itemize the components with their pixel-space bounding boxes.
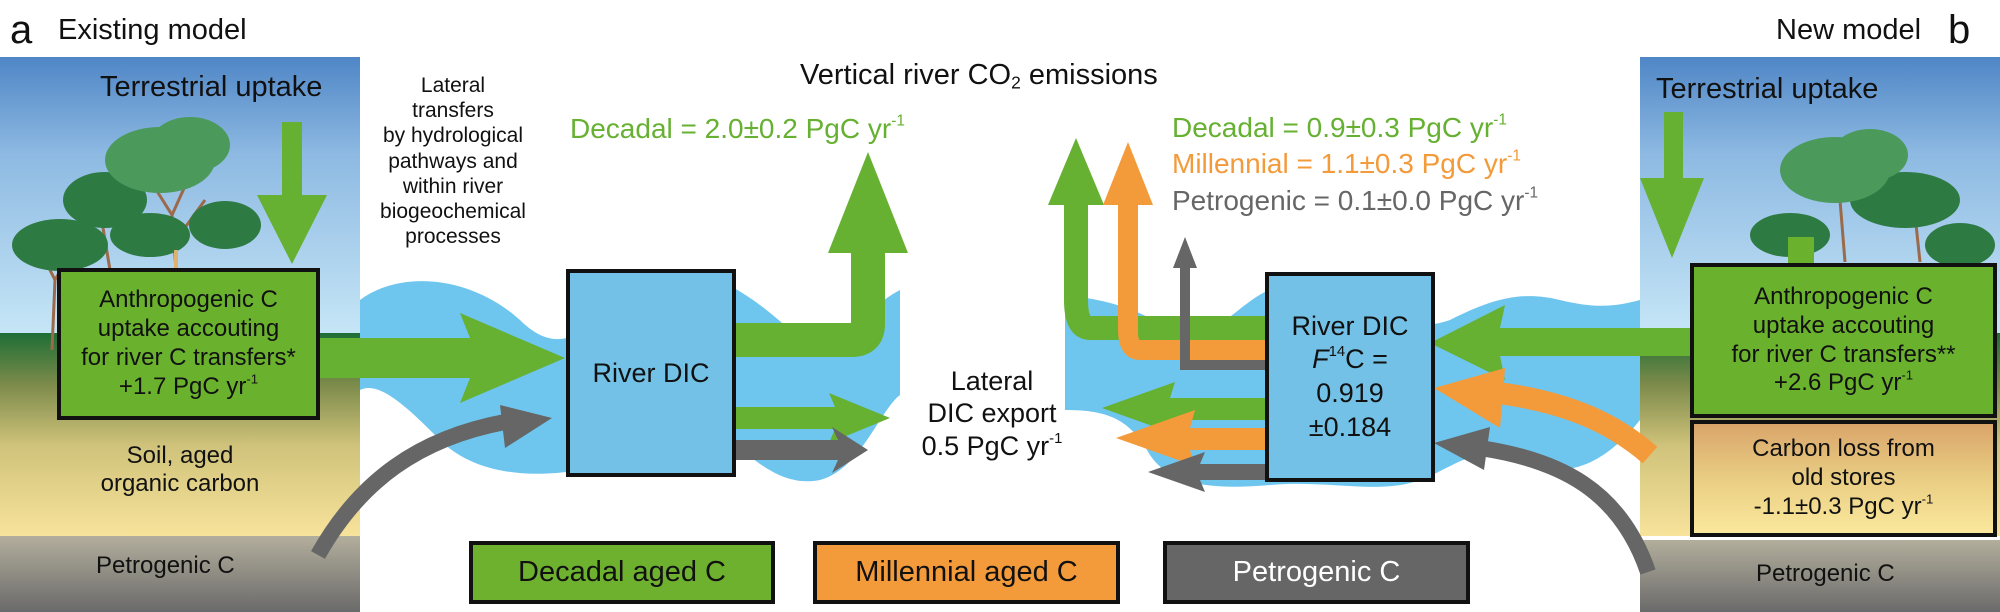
legend-decadal: Decadal aged C <box>469 541 775 604</box>
panel-b-arrows <box>1048 112 1704 575</box>
anthro-uptake-box-b: Anthropogenic C uptake accouting for riv… <box>1690 263 1997 418</box>
anthro-box-b-value: +2.6 PgC yr-1 <box>1773 367 1914 397</box>
legend-millennial-label: Millennial aged C <box>855 556 1078 588</box>
anthro-box-a-value: +1.7 PgC yr-1 <box>118 371 259 400</box>
petrogenic-label-a: Petrogenic C <box>96 552 235 579</box>
lateral-export-label: Lateral DIC export 0.5 PgC yr-1 <box>921 366 1063 461</box>
legend-millennial: Millennial aged C <box>813 541 1120 604</box>
decadal-emission-arrow-a <box>735 230 885 357</box>
lateral-petrogenic-arrow-b <box>1148 452 1268 492</box>
millennial-emission-label-b: Millennial = 1.1±0.3 PgC yr-1 <box>1172 148 1521 180</box>
soil-label-a: Soil, aged organic carbon <box>100 442 260 498</box>
uptake-arrow-a <box>257 122 327 264</box>
petrogenic-emission-label-b: Petrogenic = 0.1±0.0 PgC yr-1 <box>1172 184 1539 216</box>
f14c-value: 0.919 <box>1316 378 1384 408</box>
anthro-box-a-line-1: Anthropogenic C <box>99 286 278 314</box>
trees-b-illustration <box>1750 129 1995 267</box>
anthro-box-b-line-3: for river C transfers** <box>1731 340 1956 368</box>
lateral-decadal-arrow-a <box>735 393 890 443</box>
panel-a-title: Existing model <box>58 14 247 46</box>
carbon-loss-line-2: old stores <box>1791 464 1896 492</box>
river-dic-box-b-label: River DIC <box>1291 310 1409 341</box>
anthro-box-a-line-3: for river C transfers* <box>81 344 296 371</box>
river-dic-box-a: River DIC <box>566 269 736 477</box>
uptake-arrow-b <box>1640 112 1704 258</box>
panel-a-arrows <box>257 122 908 559</box>
decadal-emission-label-b: Decadal = 0.9±0.3 PgC yr-1 <box>1172 111 1507 143</box>
petrogenic-to-river-arrow-b <box>1478 440 1656 575</box>
carbon-loss-line-1: Carbon loss from <box>1752 435 1935 463</box>
millennial-emission-arrow-b <box>1118 195 1265 360</box>
anthro-to-river-arrow-b <box>1430 305 1690 380</box>
petrogenic-emission-arrow-b <box>1180 265 1265 370</box>
carbon-loss-box-b: Carbon loss from old stores -1.1±0.3 PgC… <box>1690 420 1997 537</box>
petrogenic-to-river-arrow-a <box>311 414 507 559</box>
legend-decadal-label: Decadal aged C <box>518 556 726 588</box>
terrestrial-uptake-label-a: Terrestrial uptake <box>100 71 323 103</box>
panel-b-letter: b <box>1948 8 1971 52</box>
f14c-label: F14C = <box>1312 344 1388 375</box>
lateral-millennial-arrow-b <box>1116 410 1268 466</box>
emissions-list-b: Decadal = 0.9±0.3 PgC yr-1 Millennial = … <box>1172 110 1538 219</box>
panel-b-title: New model <box>1776 14 1922 46</box>
decadal-emission-label-a: Decadal = 2.0±0.2 PgC yr-1 <box>570 112 905 144</box>
carbon-loss-arrow-b <box>1488 381 1658 464</box>
lateral-petrogenic-arrow-a <box>735 427 868 473</box>
lateral-transfers-label: Lateral transfers by hydrological pathwa… <box>380 74 526 249</box>
anthro-uptake-box-a: Anthropogenic C uptake accouting for riv… <box>57 268 320 420</box>
anthro-box-b-line-2: uptake accouting <box>1752 311 1935 339</box>
anthro-box-b-line-1: Anthropogenic C <box>1754 282 1933 310</box>
vertical-emissions-title: Vertical river CO2 emissions <box>800 59 1158 93</box>
lateral-decadal-arrow-b <box>1102 382 1268 434</box>
petrogenic-label-b: Petrogenic C <box>1756 560 1895 587</box>
trees-a-illustration <box>12 117 261 351</box>
anthro-box-a-line-2: uptake accouting <box>97 315 280 343</box>
decadal-emission-arrow-b <box>1064 190 1265 340</box>
f14c-uncertainty: ±0.184 <box>1308 411 1392 442</box>
panel-a-letter: a <box>10 8 33 52</box>
river-dic-box-a-label: River DIC <box>592 357 710 388</box>
river-dic-box-b: River DIC F14C = 0.919 ±0.184 <box>1265 272 1435 482</box>
terrestrial-uptake-label-b: Terrestrial uptake <box>1656 73 1879 105</box>
bedrock-b <box>1640 540 2000 612</box>
anthro-to-river-arrow-a <box>318 313 565 403</box>
carbon-loss-value: -1.1±0.3 PgC yr-1 <box>1753 491 1934 520</box>
legend-petrogenic-label: Petrogenic C <box>1232 556 1401 588</box>
bedrock-a <box>0 536 360 612</box>
legend-petrogenic: Petrogenic C <box>1163 541 1470 604</box>
